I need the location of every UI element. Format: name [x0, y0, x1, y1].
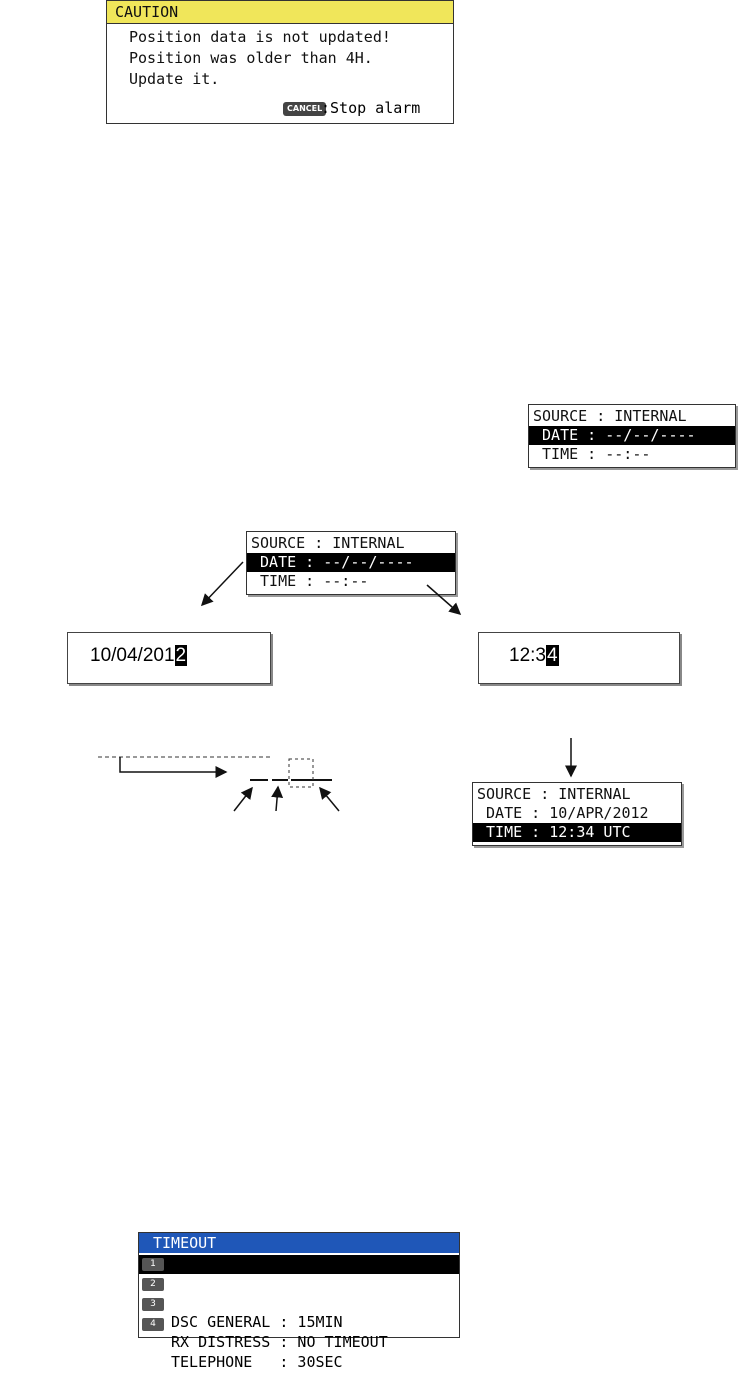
- timeout-title: TIMEOUT: [139, 1233, 459, 1253]
- pointer-arrow-1: [233, 786, 253, 812]
- time-row-selected[interactable]: TIME : 12:34 UTC: [473, 823, 681, 842]
- arrow-to-time-input: [426, 584, 462, 615]
- date-row[interactable]: DATE : 10/APR/2012: [477, 804, 649, 822]
- time-menu-center: SOURCE : INTERNAL DATE : --/--/---- TIME…: [246, 531, 456, 595]
- date-input-box[interactable]: 10/04/2012: [67, 632, 271, 684]
- arrow-to-date-input: [200, 561, 244, 607]
- time-row[interactable]: TIME : --:--: [533, 445, 651, 463]
- time-menu-initial: SOURCE : INTERNAL DATE : --/--/---- TIME…: [528, 404, 736, 468]
- timeout-item-telephone[interactable]: 4 TELEPHONE : 30SEC: [139, 1315, 459, 1371]
- time-row[interactable]: TIME : --:--: [251, 572, 369, 590]
- number-4-icon: 4: [142, 1318, 164, 1331]
- source-row[interactable]: SOURCE : INTERNAL: [251, 534, 405, 552]
- timeout-menu: TIMEOUT 1 MENU END : 10MIN 2 DSC GENERAL…: [138, 1232, 460, 1371]
- diagram-arrows: [98, 561, 577, 812]
- source-row[interactable]: SOURCE : INTERNAL: [533, 407, 687, 425]
- caution-line-1: Position data is not updated!: [129, 28, 391, 46]
- pointer-arrow-2: [271, 785, 284, 812]
- source-row[interactable]: SOURCE : INTERNAL: [477, 785, 631, 803]
- caution-line-3: Update it.: [129, 70, 220, 88]
- date-input-cursor: 2: [174, 645, 188, 666]
- caution-dialog: CAUTION Position data is not updated! Po…: [106, 0, 454, 124]
- stop-alarm-label: :Stop alarm: [321, 99, 421, 117]
- date-row-selected[interactable]: DATE : --/--/----: [529, 426, 735, 445]
- timeout-item-rx-distress[interactable]: 3 RX DISTRESS : NO TIMEOUT: [139, 1295, 459, 1351]
- bracket-arrow: [119, 757, 228, 778]
- caution-title: CAUTION: [107, 1, 453, 24]
- number-1-icon: 1: [142, 1258, 164, 1271]
- date-row-selected[interactable]: DATE : --/--/----: [247, 553, 455, 572]
- date-input-value: 10/04/201: [90, 645, 175, 666]
- caution-line-2: Position was older than 4H.: [129, 49, 373, 67]
- time-input-value: 12:3: [509, 645, 546, 666]
- time-menu-result: SOURCE : INTERNAL DATE : 10/APR/2012 TIM…: [472, 782, 682, 846]
- time-input-cursor: 4: [545, 645, 559, 666]
- pointer-arrow-3: [319, 786, 340, 812]
- timeout-item-dsc-general[interactable]: 2 DSC GENERAL : 15MIN: [139, 1275, 459, 1331]
- number-3-icon: 3: [142, 1298, 164, 1311]
- cancel-key-icon[interactable]: CANCEL: [283, 102, 327, 116]
- time-input-box[interactable]: 12:34: [478, 632, 680, 684]
- number-2-icon: 2: [142, 1278, 164, 1291]
- timeout-item-menu-end[interactable]: 1 MENU END : 10MIN: [139, 1255, 459, 1311]
- dashed-cursor-box: [288, 758, 314, 788]
